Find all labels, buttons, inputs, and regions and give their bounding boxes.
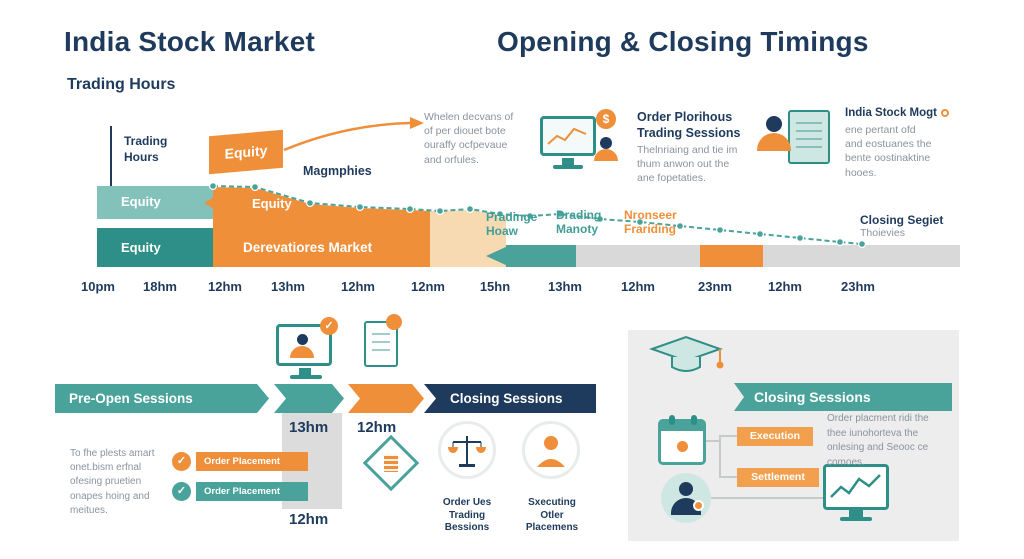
order-placement-bar-1: Order Placement xyxy=(196,452,308,471)
scales-glyph xyxy=(448,436,486,467)
calendar-dot xyxy=(677,441,688,452)
time-tick-label: 12hm xyxy=(768,279,802,294)
time-tick-label: 12hm xyxy=(208,279,242,294)
main-title-left: India Stock Market xyxy=(64,26,316,57)
preopen-sessions-banner: Pre-Open Sessions xyxy=(55,384,269,413)
person-label: Sxecuting Otler Placemens xyxy=(525,497,579,533)
time-tick-label: 23hm xyxy=(841,279,875,294)
time-label-12hm-top: 12hm xyxy=(357,419,397,436)
graduation-cap-icon xyxy=(648,335,724,372)
diamond-calculator-icon xyxy=(362,434,420,492)
order-sessions-heading: Order Plorihous Trading Sessions xyxy=(637,110,741,141)
magnifies-label: Magmphies xyxy=(303,164,372,178)
analytics-monitor-icon xyxy=(823,464,889,510)
trader-person-icon xyxy=(522,421,580,479)
time-tick-label: 10pm xyxy=(81,279,115,294)
execution-button: Execution xyxy=(737,427,813,446)
monitor-base xyxy=(290,375,322,379)
teal-chevron xyxy=(274,384,344,413)
session-label-2: Drading Manoty xyxy=(556,208,602,237)
avatar-head xyxy=(679,482,693,496)
monitor-stand xyxy=(299,368,311,375)
check-icon: ✓ xyxy=(172,452,191,471)
closing-sessions-banner-right: Closing Sessions xyxy=(734,383,952,411)
analytics-line xyxy=(830,474,881,498)
right-note-title-text: India Stock Mogt xyxy=(845,107,937,119)
user-body-icon xyxy=(290,346,314,358)
monitor-stand xyxy=(849,510,863,517)
time-tick-label: 12hm xyxy=(621,279,655,294)
right-note-title: India Stock Mogt xyxy=(845,107,949,119)
equity-light-label: Equity xyxy=(121,194,161,209)
main-title-right: Opening & Closing Timings xyxy=(497,26,869,57)
time-tick-label: 13hm xyxy=(548,279,582,294)
scales-label: Order Ues Trading Bessions xyxy=(442,497,492,533)
session-label-4-sub: Thoievies xyxy=(860,227,905,239)
scales-icon xyxy=(438,421,496,479)
monitor-base xyxy=(553,165,583,169)
check-badge-icon: ✓ xyxy=(320,317,338,335)
trader-body-icon xyxy=(594,149,618,161)
user-head-icon xyxy=(297,334,308,345)
equity-row-light xyxy=(97,186,213,219)
calendar-header xyxy=(661,422,703,431)
settlement-button: Settlement xyxy=(737,468,819,487)
check-icon: ✓ xyxy=(172,482,191,501)
monitor-base xyxy=(840,517,872,521)
right-note-body: ene pertant ofd and eostuanes the bente … xyxy=(845,124,932,179)
session-label-1: Pradinge Hoaw xyxy=(486,210,538,239)
monitor-stand xyxy=(562,158,574,165)
user-avatar-icon xyxy=(661,473,711,523)
equity-row-dark xyxy=(97,228,213,267)
callout-text: Whelen decvans of of per diouet bote our… xyxy=(424,111,514,166)
document-icon xyxy=(788,110,830,164)
order-sessions-body: Thelnriaing and tie im thum anwon out th… xyxy=(637,144,738,185)
timeline-segment xyxy=(700,245,763,267)
calendar-icon xyxy=(658,415,706,465)
calendar-ring xyxy=(669,415,675,425)
timeline-segment xyxy=(763,245,960,267)
time-tick-label: 12hm xyxy=(341,279,375,294)
time-tick-label: 18hm xyxy=(143,279,177,294)
subtitle: Trading Hours xyxy=(67,76,176,93)
calculator-icon xyxy=(384,454,398,472)
closing-sessions-banner: Closing Sessions xyxy=(424,384,596,413)
time-tick-label: 15hn xyxy=(479,279,511,294)
time-tick-label: 23nm xyxy=(698,279,732,294)
y-axis-line xyxy=(110,126,112,186)
session-label-3: Nronseer Frariding xyxy=(624,208,677,237)
monitor-chart-line xyxy=(547,127,587,145)
timeline-segment xyxy=(576,245,700,267)
dollar-coin-icon: $ xyxy=(596,109,616,129)
order-placement-bar-2: Order Placement xyxy=(196,482,308,501)
avatar-badge xyxy=(693,500,704,511)
time-tick-label: 13hm xyxy=(271,279,305,294)
document-lines xyxy=(796,122,822,154)
calendar-ring xyxy=(691,415,697,425)
magnifier-icon xyxy=(941,108,949,117)
derivatives-label: Derevatiores Market xyxy=(243,240,373,255)
equity-dark-label: Equity xyxy=(121,240,161,255)
bottom-right-paragraph: Order placment ridi the thee iunohorteva… xyxy=(827,413,929,468)
session-label-4: Closing Segiet xyxy=(860,213,944,227)
orange-chevron xyxy=(348,384,424,413)
time-label-13hm: 13hm xyxy=(289,419,329,436)
equity-flag: Equity xyxy=(209,129,283,175)
document-lines xyxy=(372,333,390,357)
order-document-icon xyxy=(364,321,398,367)
axis-label: Trading Hours xyxy=(124,134,168,164)
time-tick-label: 12nm xyxy=(411,279,445,294)
monitor-chart-icon xyxy=(540,116,596,156)
analyst-head-icon xyxy=(766,116,782,132)
orange-badge-icon xyxy=(386,314,402,330)
bottom-left-paragraph: To fhe plests amart onet.bism erfnal ofe… xyxy=(70,448,155,516)
equity-area-label: Equity xyxy=(252,196,292,211)
timeline-segment xyxy=(506,245,576,267)
trader-head-icon xyxy=(600,137,612,149)
time-label-12hm-bottom: 12hm xyxy=(289,511,329,528)
analyst-body-icon xyxy=(757,133,791,151)
person-glyph xyxy=(537,436,565,467)
